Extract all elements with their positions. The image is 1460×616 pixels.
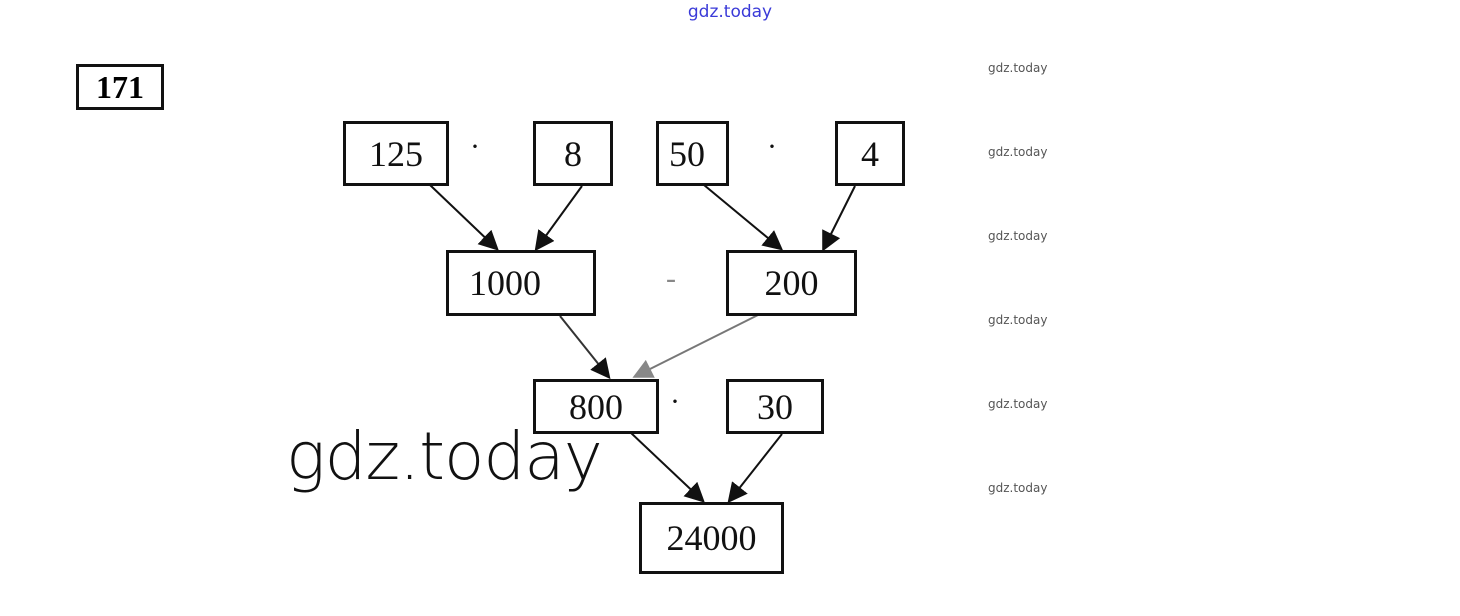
problem-number: 171 — [76, 64, 164, 110]
side-watermark: gdz.today — [988, 229, 1048, 243]
box-800: 800 — [533, 379, 659, 434]
arrow-200-to-800 — [632, 314, 759, 378]
side-watermark: gdz.today — [988, 61, 1048, 75]
arrow-30-to-24000 — [727, 433, 783, 504]
box-125: 125 — [343, 121, 449, 186]
arrow-800-to-24000 — [629, 431, 705, 503]
arrow-125-to-1000 — [429, 184, 499, 251]
arrow-50-to-200 — [703, 184, 784, 251]
arrow-4-to-200 — [822, 185, 856, 252]
operator-multiply: · — [470, 130, 480, 163]
side-watermark: gdz.today — [988, 145, 1048, 159]
box-1000: 1000 — [446, 250, 596, 316]
box-200: 200 — [726, 250, 857, 316]
large-watermark: gdz.today — [286, 418, 603, 495]
arrow-8-to-1000 — [534, 185, 583, 252]
side-watermark: gdz.today — [988, 313, 1048, 327]
arrow-1000-to-800 — [559, 315, 611, 380]
side-watermark: gdz.today — [988, 397, 1048, 411]
box-50: 50 — [656, 121, 729, 186]
side-watermark: gdz.today — [988, 481, 1048, 495]
header-watermark: gdz.today — [687, 2, 773, 22]
operator-multiply: · — [767, 130, 777, 163]
box-8: 8 — [533, 121, 613, 186]
operator-minus: - — [666, 262, 676, 295]
box-4: 4 — [835, 121, 905, 186]
box-24000: 24000 — [639, 502, 784, 574]
operator-multiply: · — [670, 385, 680, 418]
box-30: 30 — [726, 379, 824, 434]
